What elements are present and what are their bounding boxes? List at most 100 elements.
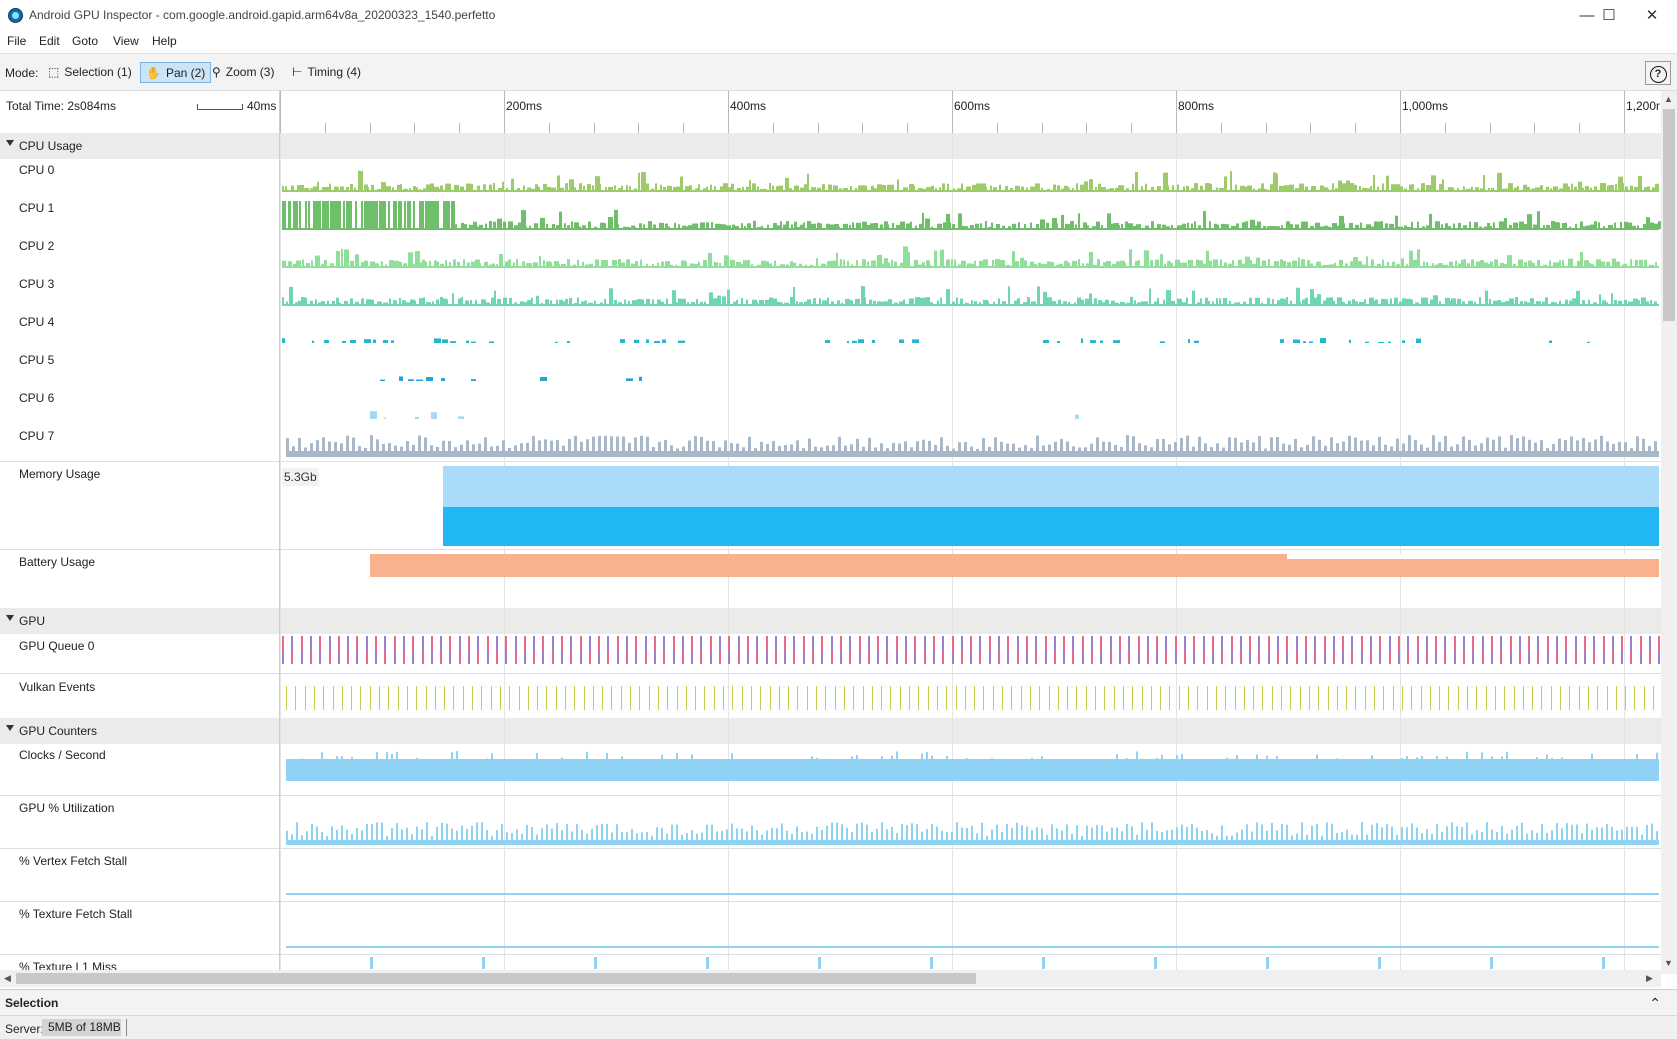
cpu-bar [1074,302,1076,305]
cpu-bar [514,445,517,457]
menu-goto[interactable]: Goto [72,34,99,48]
cpu-bar [1174,442,1177,457]
timing-mode-button[interactable]: ⊢Timing (4) [287,62,366,83]
vulkan-event-mark [993,686,994,710]
cpu-bar [1015,261,1019,267]
vertical-scroll-thumb[interactable] [1663,109,1675,321]
vulkan-event-mark [667,686,668,710]
scroll-up-icon[interactable]: ▲ [1664,94,1673,104]
counter-bar [351,833,353,840]
cpu-bar [393,201,397,229]
scroll-down-icon[interactable]: ▼ [1664,958,1673,968]
cpu-bar [588,302,593,305]
cpu-bar [751,263,753,267]
gpu-queue-mark [552,636,554,652]
minimize-button[interactable]: — [1579,7,1595,24]
menu-help[interactable]: Help [152,34,177,48]
cpu-bar [490,446,493,457]
cpu-bar [1607,185,1610,191]
cpu-bar [1310,263,1313,267]
cpu-bar [1163,299,1165,305]
cpu-bar [1378,341,1384,343]
track-label-vulkan-events: Vulkan Events [19,680,96,694]
cpu-bar [434,338,441,343]
mode-toolbar: Mode: ⬚Selection (1) ✋Pan (2) ⚲Zoom (3) … [0,53,1677,91]
cpu-bar [692,223,696,229]
menu-file[interactable]: File [7,34,27,48]
cpu-bar [920,297,925,305]
counter-bar [1191,768,1193,777]
cpu-bar [1253,188,1255,191]
vulkan-event-mark [1374,686,1375,710]
cpu-bar [1221,223,1226,229]
group-gpu-counters[interactable]: GPU Counters [0,718,1662,744]
cpu-bar [558,264,560,267]
cpu-bar [1110,188,1114,191]
cpu-bar [1216,443,1219,457]
cpu-bar [306,262,310,267]
cpu-bar [1110,223,1114,229]
zoom-mode-button[interactable]: ⚲Zoom (3) [207,62,279,83]
gpu-queue-mark [459,652,461,664]
group-cpu-usage[interactable]: CPU Usage [0,133,1662,159]
cpu-bar [1348,435,1351,457]
cpu-bar [367,187,369,191]
selection-panel-header[interactable]: Selection ⌃ [0,989,1677,1015]
collapse-arrow-icon[interactable] [6,725,14,731]
cpu-bar [1543,264,1547,267]
cpu-bar [1590,224,1594,229]
cpu-bar [441,378,445,381]
cpu-bar [626,378,633,381]
collapse-arrow-icon[interactable] [6,615,14,621]
cpu-bar [400,184,402,191]
label-gutter-divider[interactable] [279,91,280,977]
menu-edit[interactable]: Edit [39,34,60,48]
cpu-bar [1228,437,1231,457]
vulkan-event-mark [1272,686,1273,710]
close-button[interactable]: ✕ [1645,7,1659,24]
selection-mode-button[interactable]: ⬚Selection (1) [43,62,137,83]
maximize-button[interactable]: ☐ [1602,7,1616,24]
track-label-cpu3: CPU 3 [19,277,55,291]
track-label-gpu-queue: GPU Queue 0 [19,639,95,653]
cpu-bar [972,184,976,191]
cpu-bar [1583,226,1587,229]
menu-view[interactable]: View [113,34,139,48]
cpu-bar [632,300,637,305]
gpu-queue-mark [570,652,572,664]
help-button[interactable]: ? [1645,61,1671,85]
cpu-bar [410,299,415,305]
collapse-arrow-icon[interactable] [6,140,14,146]
cpu-bar [913,185,915,191]
pan-mode-button[interactable]: ✋Pan (2) [140,62,212,83]
cpu-bar [1588,299,1590,305]
cpu-bar [776,186,779,191]
cpu-bar [521,210,526,229]
cpu-bar [937,300,939,305]
cpu-bar [350,260,354,267]
trace-timeline[interactable]: Total Time: 2s084ms 40ms 200ms 400ms 600… [0,91,1677,977]
gpu-queue-mark [933,652,935,664]
cpu-bar [502,440,505,457]
cpu-bar [289,286,293,305]
counter-bar [1611,766,1613,777]
cpu-bar [1364,299,1366,305]
tracks-canvas[interactable] [0,91,1661,977]
horizontal-scroll-thumb[interactable] [16,973,976,984]
chevron-up-icon[interactable]: ⌃ [1649,995,1661,1011]
cpu-bar [910,447,913,457]
group-gpu[interactable]: GPU [0,608,1662,634]
gpu-queue-mark [654,636,656,652]
vulkan-event-mark [1616,686,1617,710]
cpu-bar [681,298,686,305]
cpu-bar [620,339,625,343]
counter-bar [1501,825,1503,840]
scroll-left-icon[interactable]: ◀ [4,973,11,983]
cpu-bar [670,186,672,191]
mode-label: Mode: [5,66,39,80]
cpu-bar [1530,298,1534,305]
vulkan-event-mark [621,686,622,710]
cpu-bar [1448,187,1452,191]
scroll-right-icon[interactable]: ▶ [1646,973,1653,983]
gpu-queue-mark [1593,652,1595,664]
